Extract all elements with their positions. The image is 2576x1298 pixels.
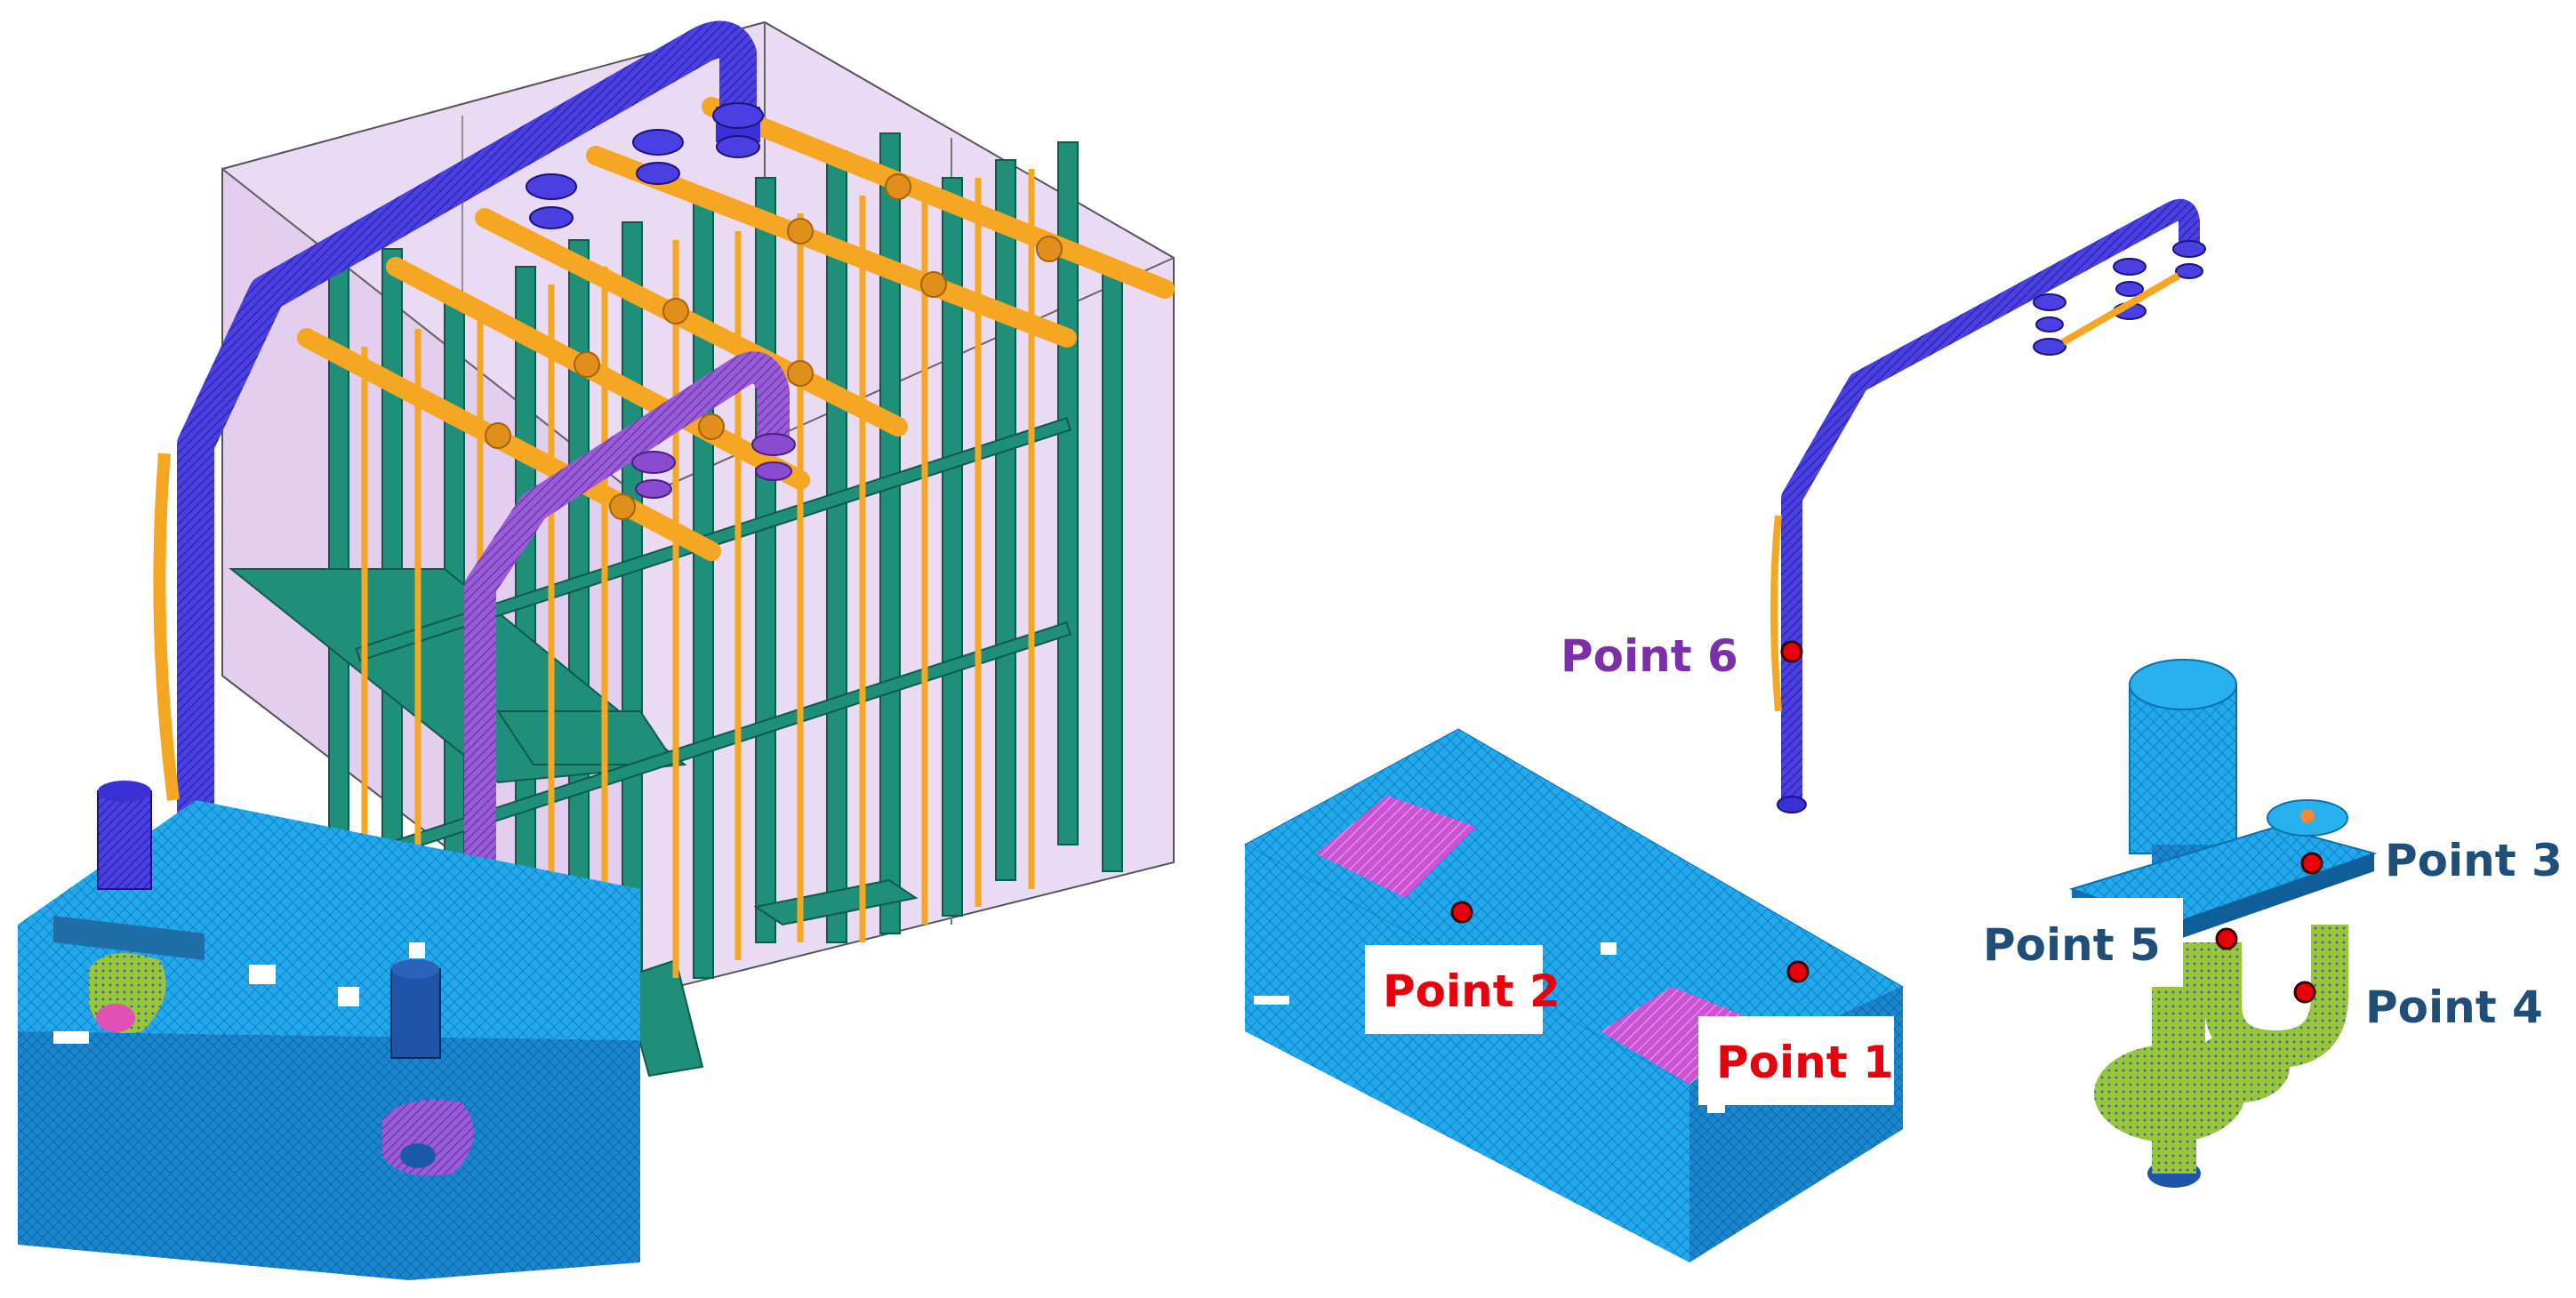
point2-marker — [1450, 901, 1473, 924]
concrete-base-front — [18, 1031, 640, 1280]
point1-marker — [1786, 960, 1810, 983]
point3-label: Point 3 — [2385, 835, 2563, 886]
building-model — [18, 20, 1175, 1280]
blue-pipe — [177, 20, 757, 862]
point1-label: Point 1 — [1716, 1037, 1894, 1088]
point6-label: Point 6 — [1561, 630, 1738, 682]
point4-label: Point 4 — [2365, 982, 2543, 1033]
pipe-detail — [1770, 198, 2206, 813]
pump-right — [382, 959, 474, 1176]
steel-frame-beams — [229, 416, 1072, 1078]
orange-headers — [297, 97, 1175, 561]
point4-marker — [2293, 981, 2316, 1004]
point2-label-bg — [1365, 945, 1543, 1034]
hotspot-b — [1601, 987, 1761, 1085]
point1-label-bg — [1698, 1016, 1894, 1105]
point3-marker — [2300, 852, 2323, 875]
point-markers — [1450, 640, 2323, 1004]
point5-label: Point 5 — [1983, 919, 2161, 971]
point5-marker — [2215, 927, 2238, 950]
hotspot-a — [1316, 796, 1476, 898]
purple-pipe — [464, 351, 790, 1031]
point2-label: Point 2 — [1383, 965, 1561, 1017]
point6-marker — [1780, 640, 1803, 663]
pump-left — [53, 781, 205, 1033]
point5-label-bg — [1974, 898, 2183, 987]
base-front-face — [1245, 845, 1689, 1262]
